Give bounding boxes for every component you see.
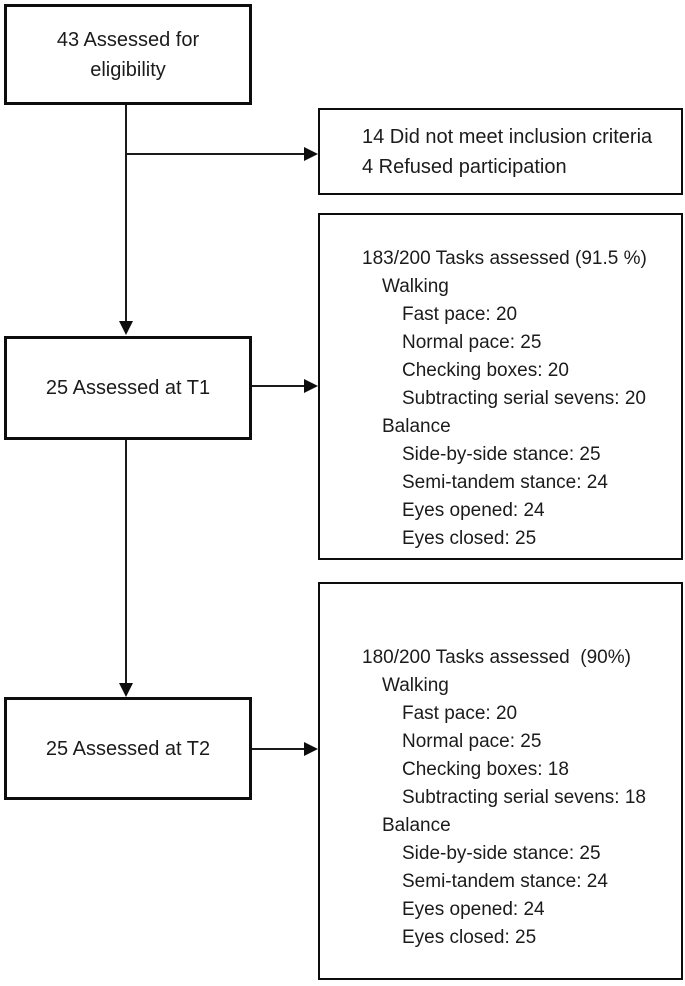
t2-walking-heading: Walking: [382, 675, 449, 696]
t2-balance-item: Eyes opened: 24: [402, 899, 545, 920]
excluded-line-1: 14 Did not meet inclusion criteria: [362, 125, 653, 148]
t2-balance-item: Eyes closed: 25: [402, 927, 537, 948]
t2-tasks-title: 180/200 Tasks assessed (90%): [362, 647, 631, 668]
t2-box: 25 Assessed at T2: [4, 697, 252, 800]
connector-branch-excluded-line: [125, 153, 305, 155]
t1-walking-item: Fast pace: 20: [402, 304, 518, 325]
t1-label: 25 Assessed at T1: [45, 377, 211, 399]
t1-box: 25 Assessed at T1: [4, 336, 252, 440]
t1-walking-item: Checking boxes: 20: [402, 360, 569, 381]
eligibility-label: 43 Assessed for eligibility: [56, 28, 205, 81]
t2-walking-item: Normal pace: 25: [402, 731, 542, 752]
t2-balance-item: Semi-tandem stance: 24: [402, 871, 608, 892]
excluded-box: 14 Did not meet inclusion criteria 4 Ref…: [318, 108, 683, 195]
arrowhead-into-t1-tasks-icon: [304, 379, 318, 393]
t2-walking-item: Subtracting serial sevens: 18: [402, 787, 646, 808]
eligibility-box: 43 Assessed for eligibility: [4, 4, 252, 105]
t1-balance-item: Side-by-side stance: 25: [402, 444, 601, 465]
arrowhead-down-to-t2-icon: [119, 683, 133, 697]
t1-tasks-box: 183/200 Tasks assessed (91.5 %) Walking …: [318, 213, 683, 560]
t1-balance-item: Eyes opened: 24: [402, 500, 545, 521]
t1-walking-heading: Walking: [382, 276, 449, 297]
arrowhead-into-t2-tasks-icon: [304, 742, 318, 756]
t2-balance-item: Side-by-side stance: 25: [402, 843, 601, 864]
connector-t1-down-line: [125, 440, 127, 684]
connector-eligibility-down-line: [125, 105, 127, 322]
excluded-line-2: 4 Refused participation: [362, 155, 567, 178]
arrowhead-into-excluded-icon: [304, 147, 318, 161]
t1-tasks-title: 183/200 Tasks assessed (91.5 %): [362, 248, 647, 269]
connector-t1-to-tasks-line: [252, 385, 305, 387]
t1-balance-item: Semi-tandem stance: 24: [402, 472, 608, 493]
t2-balance-heading: Balance: [382, 815, 451, 836]
t2-walking-item: Fast pace: 20: [402, 703, 518, 724]
t2-tasks-box: 180/200 Tasks assessed (90%) Walking Fas…: [318, 582, 683, 980]
t2-walking-item: Checking boxes: 18: [402, 759, 569, 780]
connector-t2-to-tasks-line: [252, 748, 305, 750]
t1-walking-item: Subtracting serial sevens: 20: [402, 388, 646, 409]
arrowhead-down-to-t1-icon: [119, 321, 133, 335]
t2-label: 25 Assessed at T2: [45, 737, 211, 760]
t1-balance-heading: Balance: [382, 416, 451, 437]
t1-walking-item: Normal pace: 25: [402, 332, 542, 353]
t1-balance-item: Eyes closed: 25: [402, 528, 537, 549]
